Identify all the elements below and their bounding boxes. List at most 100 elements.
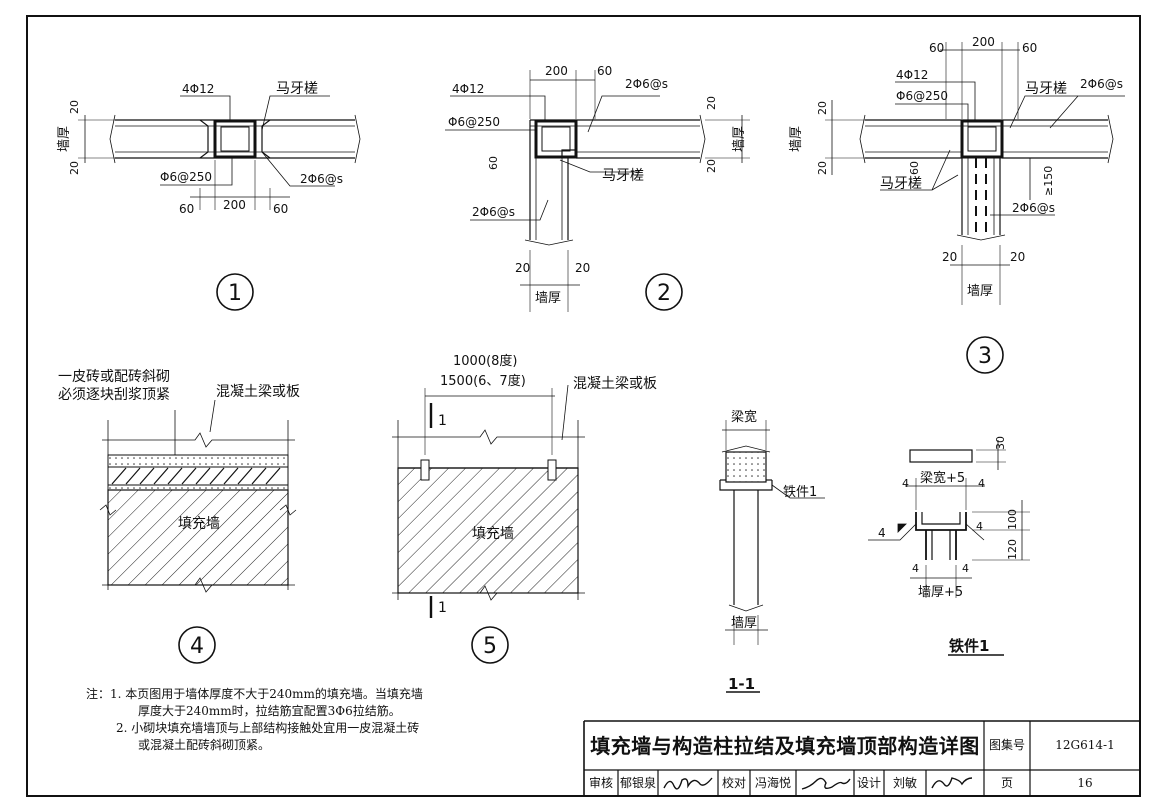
- s11-part: 铁件1: [783, 485, 817, 500]
- d1-dim-200: 200: [223, 198, 246, 212]
- reviewer-name: 郁银泉: [619, 776, 656, 790]
- reviewer-signature: [663, 777, 713, 790]
- d1-dim-20-bottom: 20: [68, 161, 81, 175]
- d2-bars-label: 4Φ12: [452, 82, 484, 96]
- d3-dim-60-right: 60: [1022, 41, 1037, 55]
- d1-stirrup-label: Φ6@250: [160, 170, 212, 184]
- p1-title: 铁件1: [949, 637, 989, 655]
- d3-dim-20-c: 20: [942, 250, 957, 264]
- p1-wall-plus5: 墙厚+5: [918, 585, 963, 600]
- checker-signature: [801, 777, 851, 790]
- d1-dim-20-top: 20: [68, 100, 81, 114]
- d5-mark-top: 1: [438, 413, 447, 429]
- d4-note-line2: 必须逐块刮浆顶紧: [58, 387, 170, 403]
- page-label: 页: [1000, 776, 1013, 790]
- sheet-border: [26, 15, 1141, 797]
- d3-tie-bottom: 2Φ6@s: [1012, 201, 1055, 215]
- s11-wall: 墙厚: [731, 616, 757, 631]
- d2-wall-right: 墙厚: [732, 126, 747, 152]
- detail-5: [392, 384, 585, 618]
- d3-tie-top: 2Φ6@s: [1080, 77, 1123, 91]
- d3-stirrup: Φ6@250: [896, 89, 948, 103]
- designer-signature: [931, 777, 973, 789]
- p1-dim-100: 100: [1006, 509, 1019, 530]
- d3-number: 3: [978, 344, 992, 369]
- d2-dim-60: 60: [597, 64, 612, 78]
- detail-1-marker: [216, 273, 254, 311]
- p1-dim-4-d: 4: [962, 562, 969, 575]
- d2-dim-20-r1: 20: [705, 96, 718, 110]
- d1-number: 1: [228, 281, 242, 306]
- section-1-1: [719, 420, 825, 693]
- detail-4: [99, 399, 297, 593]
- d1-tie-label: 2Φ6@s: [300, 172, 343, 186]
- d3-toothing-bottom: 马牙槎: [880, 176, 922, 192]
- detail-2-marker: [645, 273, 683, 311]
- designer-name: 刘敏: [892, 776, 917, 790]
- d2-dim-20-b2: 20: [575, 261, 590, 275]
- notes: 注：1. 本页图用于墙体厚度不大于240mm的填充墙。当填充墙 厚度大于240m…: [86, 686, 556, 754]
- d2-wall-bottom: 墙厚: [535, 291, 561, 306]
- page-number: 16: [1077, 776, 1093, 790]
- d3-dim-20-a: 20: [816, 101, 829, 115]
- s11-beam-width: 梁宽: [731, 409, 757, 425]
- d4-beam: 混凝土梁或板: [216, 384, 300, 400]
- p1-dim-120: 120: [1006, 539, 1019, 560]
- d5-number: 5: [483, 634, 497, 659]
- atlas-number: 12G614-1: [1055, 738, 1115, 752]
- d2-dim-20-b1: 20: [515, 261, 530, 275]
- d2-tie-bottom: 2Φ6@s: [472, 205, 515, 219]
- title-block-grid: [583, 720, 1140, 796]
- d5-beam: 混凝土梁或板: [573, 376, 657, 392]
- title-block: 填充墙与构造柱拉结及填充墙顶部构造详图 图集号 12G614-1 审核 郁银泉 …: [584, 721, 1140, 796]
- d5-infill: 填充墙: [472, 526, 514, 542]
- d2-dim-200: 200: [545, 64, 568, 78]
- atlas-label: 图集号: [988, 738, 1025, 752]
- d1-toothing-label: 马牙槎: [276, 81, 318, 97]
- detail-1: [78, 95, 361, 210]
- p1-dim-4-weld-right: 4: [976, 520, 983, 533]
- check-label: 校对: [721, 776, 746, 790]
- d2-tie-top: 2Φ6@s: [625, 77, 668, 91]
- d4-infill: 填充墙: [178, 516, 220, 532]
- p1-beam-width-plus5: 梁宽+5: [920, 470, 965, 486]
- d1-bars-label: 4Φ12: [182, 82, 214, 96]
- note-line-3: 2. 小砌块填充墙墙顶与上部结构接触处宜用一皮混凝土砖: [116, 721, 420, 735]
- p1-dim-4-a: 4: [902, 477, 909, 490]
- d5-spacing-67: 1500(6、7度): [440, 373, 526, 389]
- note-line-1: 注：1. 本页图用于墙体厚度不大于240mm的填充墙。当填充墙: [86, 687, 423, 701]
- d1-dim-60-right: 60: [273, 202, 288, 216]
- d2-dim-60-left: 60: [487, 156, 500, 170]
- design-label: 设计: [856, 776, 881, 790]
- d4-number: 4: [190, 634, 204, 659]
- p1-dim-30: 30: [994, 436, 1007, 450]
- detail-3: [825, 42, 1125, 305]
- review-label: 审核: [588, 776, 613, 790]
- d3-dim-20-d: 20: [1010, 250, 1025, 264]
- p1-dim-4-b: 4: [978, 477, 985, 490]
- p1-dim-4-c: 4: [912, 562, 919, 575]
- detail-3-marker: [966, 336, 1004, 374]
- d2-number: 2: [657, 281, 671, 306]
- d5-spacing-8: 1000(8度): [453, 353, 518, 369]
- d2-toothing: 马牙槎: [602, 168, 644, 184]
- d3-dim-60-left: 60: [929, 41, 944, 55]
- detail-4-marker: [178, 626, 216, 664]
- note-line-2: 厚度大于240mm时，拉结筋宜配置3Φ6拉结筋。: [138, 704, 401, 718]
- d3-bars: 4Φ12: [896, 68, 928, 82]
- part-1: [868, 440, 1030, 656]
- checker-name: 冯海悦: [754, 776, 791, 790]
- d3-min-150: ≥150: [1042, 166, 1055, 196]
- d3-dim-60: 60: [908, 161, 921, 175]
- d3-toothing-top: 马牙槎: [1025, 81, 1067, 97]
- d2-stirrup: Φ6@250: [448, 115, 500, 129]
- d1-dim-60-left: 60: [179, 202, 194, 216]
- d3-dim-200: 200: [972, 35, 995, 49]
- drawing-title: 填充墙与构造柱拉结及填充墙顶部构造详图: [590, 734, 980, 758]
- d2-dim-20-r2: 20: [705, 159, 718, 173]
- d3-wall-bottom: 墙厚: [967, 284, 993, 299]
- d4-note-line1: 一皮砖或配砖斜砌: [58, 369, 170, 385]
- d3-wall-thickness: 墙厚: [789, 126, 804, 152]
- d3-dim-20-b: 20: [816, 161, 829, 175]
